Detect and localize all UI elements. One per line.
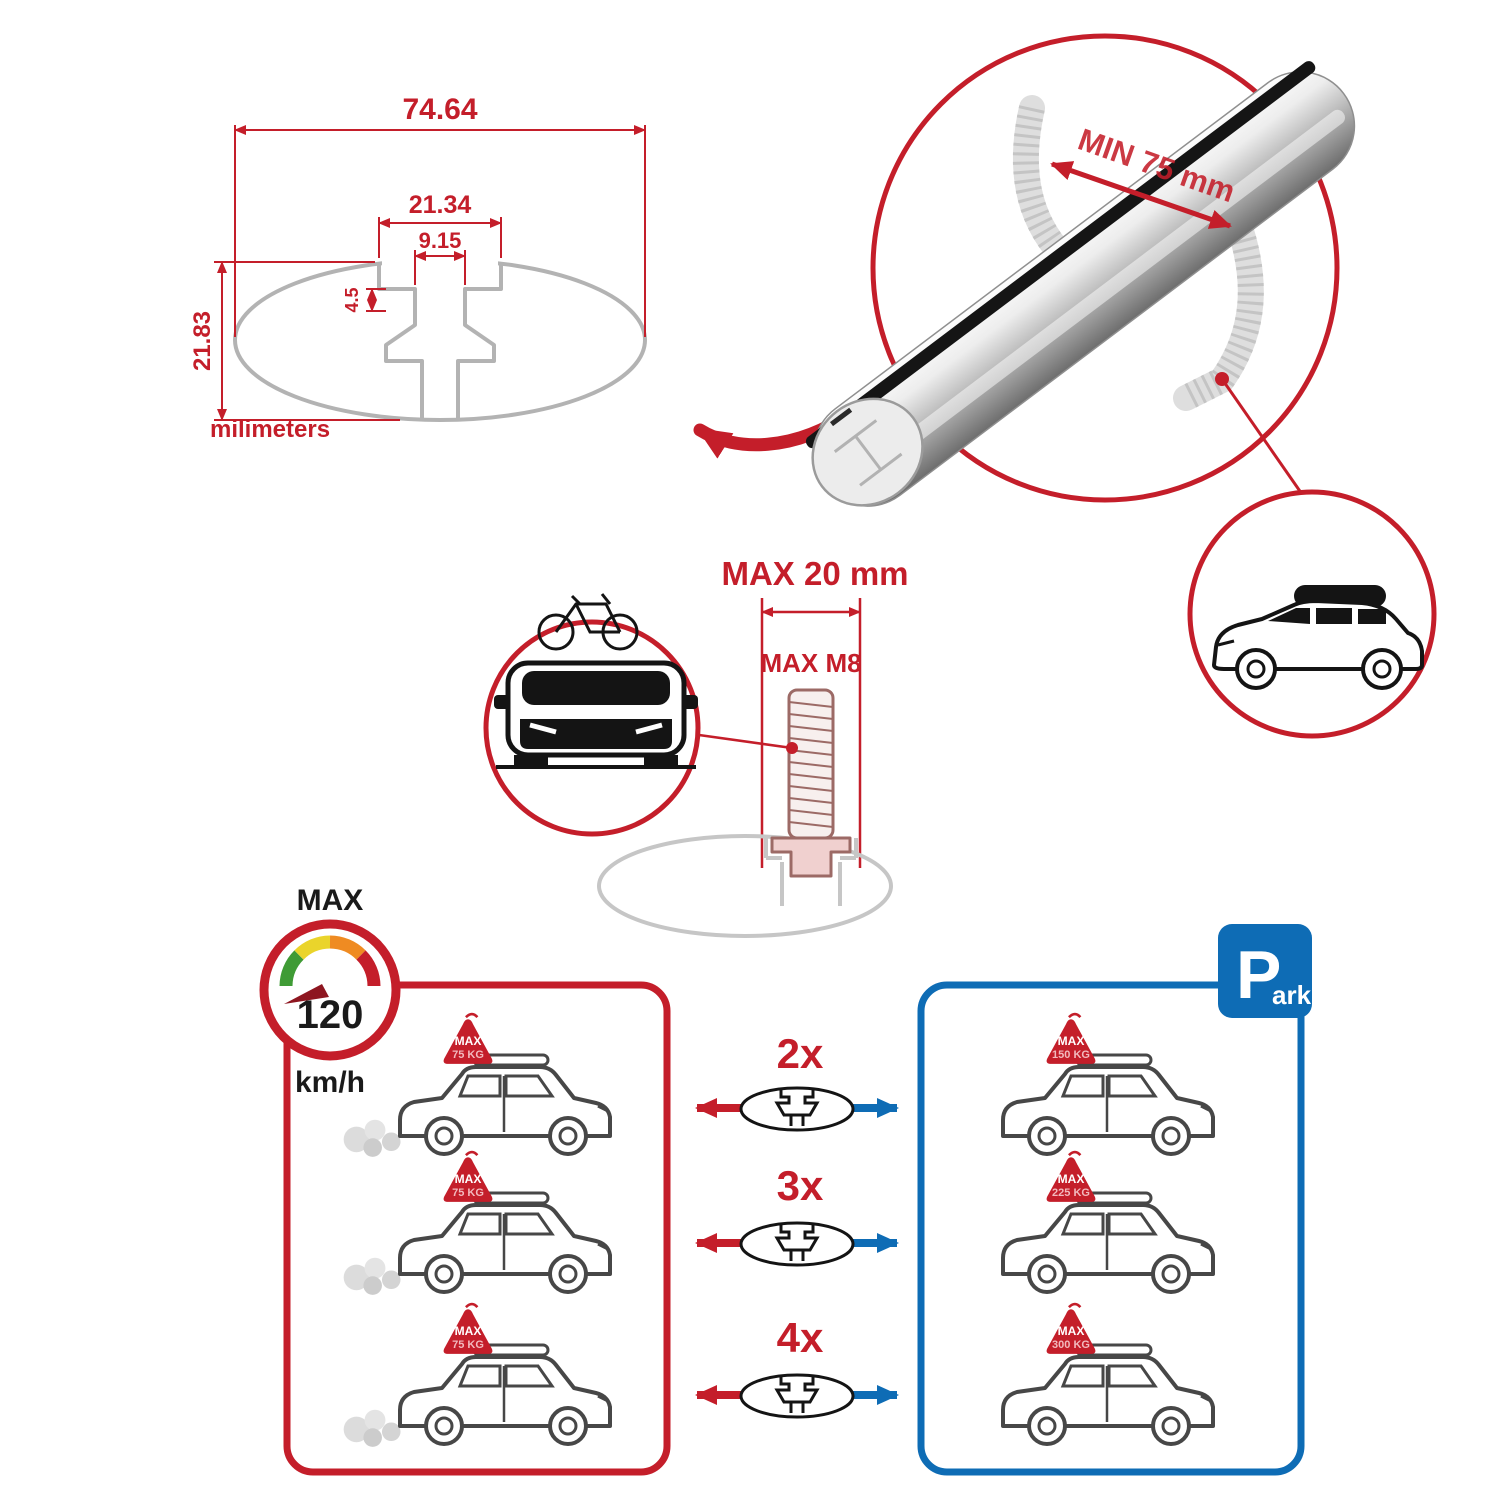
smoke-puff <box>343 1409 401 1447</box>
smoke-puff <box>343 1257 401 1295</box>
dim-width: 74.64 <box>402 93 477 126</box>
bolt-callout-line <box>698 733 793 750</box>
park-rest: ark <box>1272 980 1312 1010</box>
multiplier-rows: 2x 3x 4x <box>695 1030 899 1419</box>
profile-dimension-drawing: 74.64 21.34 9.15 4.5 21.83 milimeters <box>189 93 647 443</box>
badge-max: MAX <box>1058 1172 1085 1186</box>
dim-slot-outer: 21.34 <box>409 191 472 219</box>
park-letter: P <box>1236 937 1281 1013</box>
max-thread-label: MAX M8 <box>760 648 861 678</box>
parking-panel <box>917 981 1305 1476</box>
badge-kg: 75 KG <box>452 1187 484 1199</box>
parked-cars: MAX 150 KG MAX 225 KG MAX 300 KG <box>1001 1012 1215 1446</box>
smoke-puff <box>343 1119 401 1157</box>
dim-height: 21.83 <box>189 311 216 371</box>
multiplier-4x: 4x <box>777 1314 824 1361</box>
crossbar-detail: MIN 75 mm <box>805 33 1437 739</box>
profile-icon-4x <box>739 1373 855 1419</box>
badge-max: MAX <box>455 1034 482 1048</box>
badge-max: MAX <box>1058 1034 1085 1048</box>
multiplier-2x: 2x <box>777 1030 824 1077</box>
min-span-arrow <box>1050 161 1232 229</box>
slot-profile-ghost <box>597 834 893 938</box>
car-icon <box>398 1053 612 1156</box>
comparison-panels: 2x 3x 4x MAX 75 KG MAX 75 KG <box>259 884 1312 1476</box>
profile-icon-2x <box>739 1086 855 1132</box>
speed-units: km/h <box>295 1066 365 1099</box>
badge-kg: 300 KG <box>1052 1339 1090 1351</box>
car-icon <box>398 1343 612 1446</box>
callout-line <box>1220 378 1306 498</box>
badge-kg: 150 KG <box>1052 1049 1090 1061</box>
gauge-needle <box>284 984 329 1004</box>
dimension-lines <box>214 125 646 421</box>
car-icon <box>1001 1343 1215 1446</box>
units-label: milimeters <box>210 416 330 443</box>
car-icon <box>1001 1191 1215 1294</box>
park-sign-plate <box>1218 924 1312 1018</box>
speed-max-label: MAX <box>297 884 364 917</box>
profile-icon-3x <box>739 1221 855 1267</box>
slot-mask <box>382 252 498 270</box>
park-sign: P ark <box>1218 924 1312 1018</box>
dim-slot-inner: 9.15 <box>419 228 462 253</box>
dim-lip: 4.5 <box>342 287 362 312</box>
car-icon <box>1001 1053 1215 1156</box>
speed-limit-badge: MAX 120 km/h <box>259 884 401 1099</box>
max-width-label: MAX 20 mm <box>721 555 908 592</box>
driving-panel <box>283 981 671 1476</box>
badge-kg: 75 KG <box>452 1339 484 1351</box>
bolt-dim-extensions <box>760 598 862 868</box>
t-bolt <box>698 688 852 878</box>
badge-max: MAX <box>1058 1324 1085 1338</box>
t-slot-outline <box>377 262 503 418</box>
badge-max: MAX <box>455 1172 482 1186</box>
suv-with-roofbox <box>1212 585 1424 690</box>
multiplier-3x: 3x <box>777 1162 824 1209</box>
badge-kg: 75 KG <box>452 1049 484 1061</box>
rail-hatch-left <box>1012 105 1072 264</box>
speed-value: 120 <box>297 993 364 1037</box>
bicycle-icon <box>537 593 639 651</box>
profile-ellipse <box>233 258 647 422</box>
car-front-icon <box>494 660 698 769</box>
car-icon <box>398 1191 612 1294</box>
badge-kg: 225 KG <box>1052 1187 1090 1199</box>
driving-cars: MAX 75 KG MAX 75 KG MAX 75 KG <box>343 1012 612 1447</box>
bolt-spec: MAX 20 mm MAX M8 <box>483 555 909 938</box>
badge-max: MAX <box>455 1324 482 1338</box>
rail-hatch-right <box>1180 217 1264 410</box>
